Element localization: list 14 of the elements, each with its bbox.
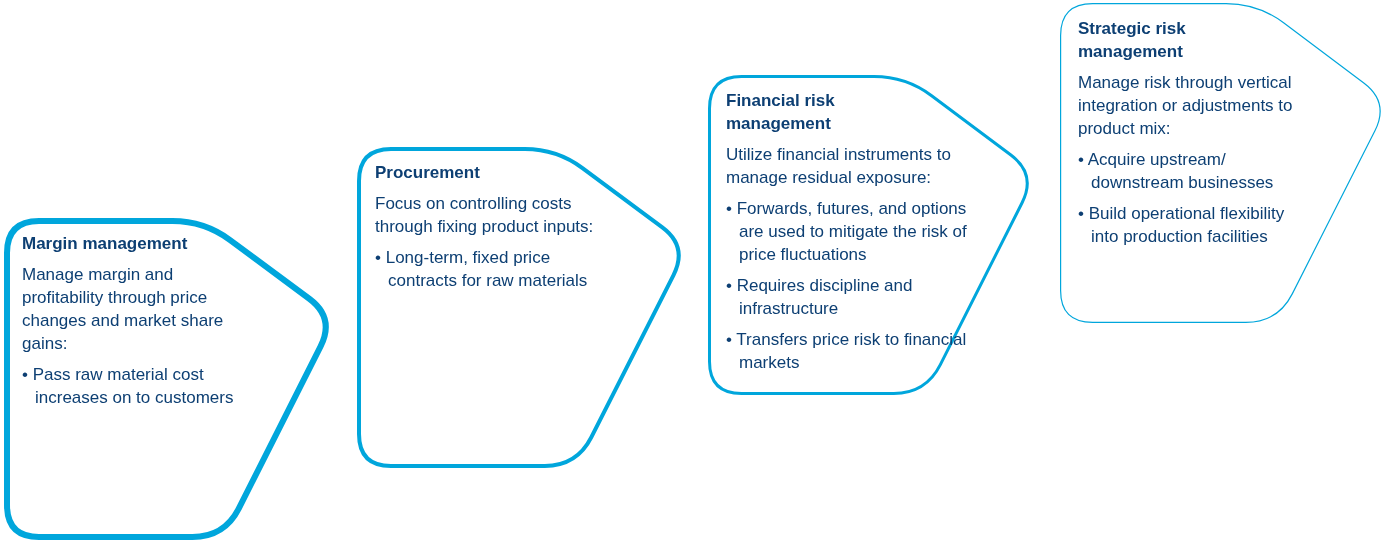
card-text: Manage margin and profitability through price changes and market share gains: [22,264,225,355]
bullet-item: • Pass raw material cost increases on to customers [22,364,235,409]
card-text: Focus on controlling costs through fixing product inputs: [375,193,595,238]
bullet-item: • Long-term, fixed price contracts for raw materials [375,247,589,292]
card-heading: Strategic risk management [1078,18,1187,63]
card-text: Utilize financial instruments to manage residual exposure: [726,144,952,189]
bullet-item: • Forwards, futures, and options are used to mitigate the risk of price fluctuations [726,198,968,266]
card-heading: Financial risk management [726,90,836,135]
card-heading: Procurement [375,162,481,184]
bullet-item: • Requires discipline and infrastructure [726,275,914,320]
bullet-item: • Acquire upstream/ downstream businesses [1078,149,1275,194]
card-text: Manage risk through vertical integration or adjustments to product mix: [1078,72,1294,140]
bullet-item: • Build operational flexibility into production facilities [1078,203,1286,248]
card-heading: Margin management [22,233,189,255]
